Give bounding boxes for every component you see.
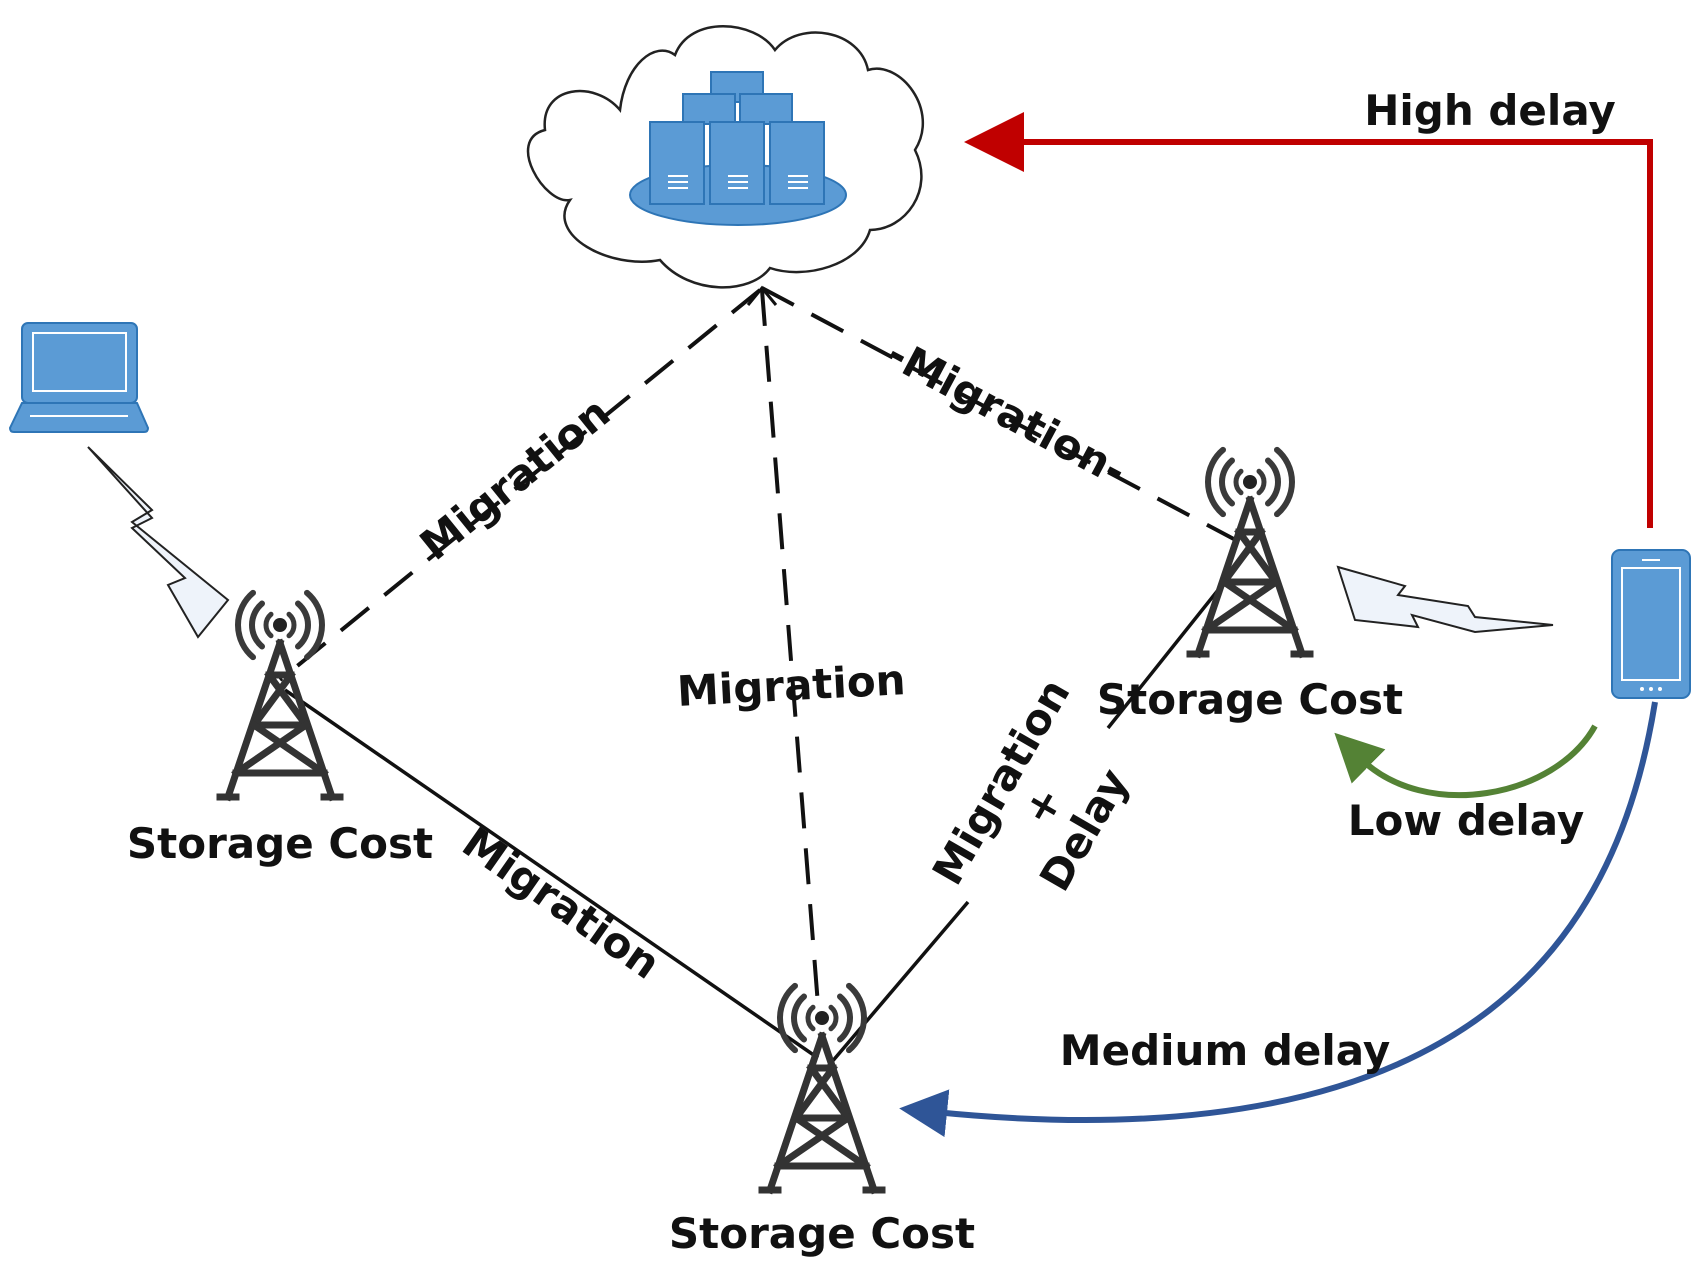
signal-wave	[836, 993, 853, 1043]
signal-wave	[845, 982, 867, 1054]
wireless-signal-icon	[87, 446, 230, 639]
laptop-icon	[8, 322, 150, 433]
signal-wave	[286, 611, 297, 639]
signal-wave	[249, 600, 266, 650]
tower-strut	[264, 670, 311, 730]
tower-strut	[773, 1113, 853, 1171]
tower-strut	[791, 1063, 838, 1123]
tower-strut	[806, 1063, 853, 1123]
signal-wave	[303, 589, 325, 661]
signal-wave	[791, 993, 808, 1043]
tower-strut	[791, 1113, 871, 1171]
edge-cloud-left-label: Migration	[411, 388, 619, 570]
tower-right-storage-cost-label: Storage Cost	[1097, 675, 1403, 724]
low-delay-label: Low delay	[1348, 796, 1584, 845]
tower-strut	[1201, 577, 1281, 635]
tower-strut	[1219, 577, 1299, 635]
tower-left-storage-cost-label: Storage Cost	[127, 819, 433, 868]
wireless-signal-icon	[1336, 565, 1554, 634]
medium-delay-arrow	[899, 701, 1658, 1138]
high-delay-arrow	[964, 112, 1653, 528]
signal-wave	[263, 611, 274, 639]
tower-strut	[231, 720, 311, 778]
signal-wave	[294, 600, 311, 650]
signal-wave	[235, 589, 257, 661]
medium-delay-label: Medium delay	[1060, 1026, 1390, 1075]
smartphone-icon	[1611, 549, 1691, 699]
high-delay-label: High delay	[1364, 86, 1616, 135]
edge-cloud-left	[278, 288, 762, 682]
signal-wave	[805, 1004, 816, 1032]
edge-cloud-bottom	[760, 289, 820, 1006]
signal-wave	[1219, 457, 1236, 507]
signal-wave	[1264, 457, 1281, 507]
tower-bottom-storage-cost-label: Storage Cost	[669, 1209, 975, 1258]
antenna-dot	[815, 1011, 829, 1025]
signal-wave	[1273, 446, 1295, 518]
cell-tower-icon	[1186, 446, 1314, 659]
low-delay-arrow	[1334, 724, 1598, 799]
edge-left-bottom-label: Migration	[454, 818, 669, 989]
antenna-dot	[1243, 475, 1257, 489]
cell-tower-icon	[216, 589, 344, 802]
tower-strut	[249, 720, 329, 778]
edge-cloud-right-label: -Migration-	[879, 329, 1135, 496]
tower-strut	[1234, 527, 1281, 587]
edge-cloud-right	[761, 286, 1246, 547]
cloud-link-arrowhead	[746, 285, 778, 306]
signal-wave	[1256, 468, 1267, 496]
edge-cloud-bottom-label: Migration	[676, 655, 907, 716]
antenna-dot	[273, 618, 287, 632]
tower-strut	[1219, 527, 1266, 587]
signal-wave	[1233, 468, 1244, 496]
tower-strut	[249, 670, 296, 730]
delay-text: Delay	[1030, 760, 1139, 899]
signal-wave	[1205, 446, 1227, 518]
cell-tower-icon	[758, 982, 886, 1195]
signal-wave	[828, 1004, 839, 1032]
cloud-datacenter-icon	[526, 25, 925, 289]
edge-left-bottom	[284, 688, 819, 1060]
signal-wave	[777, 982, 799, 1054]
